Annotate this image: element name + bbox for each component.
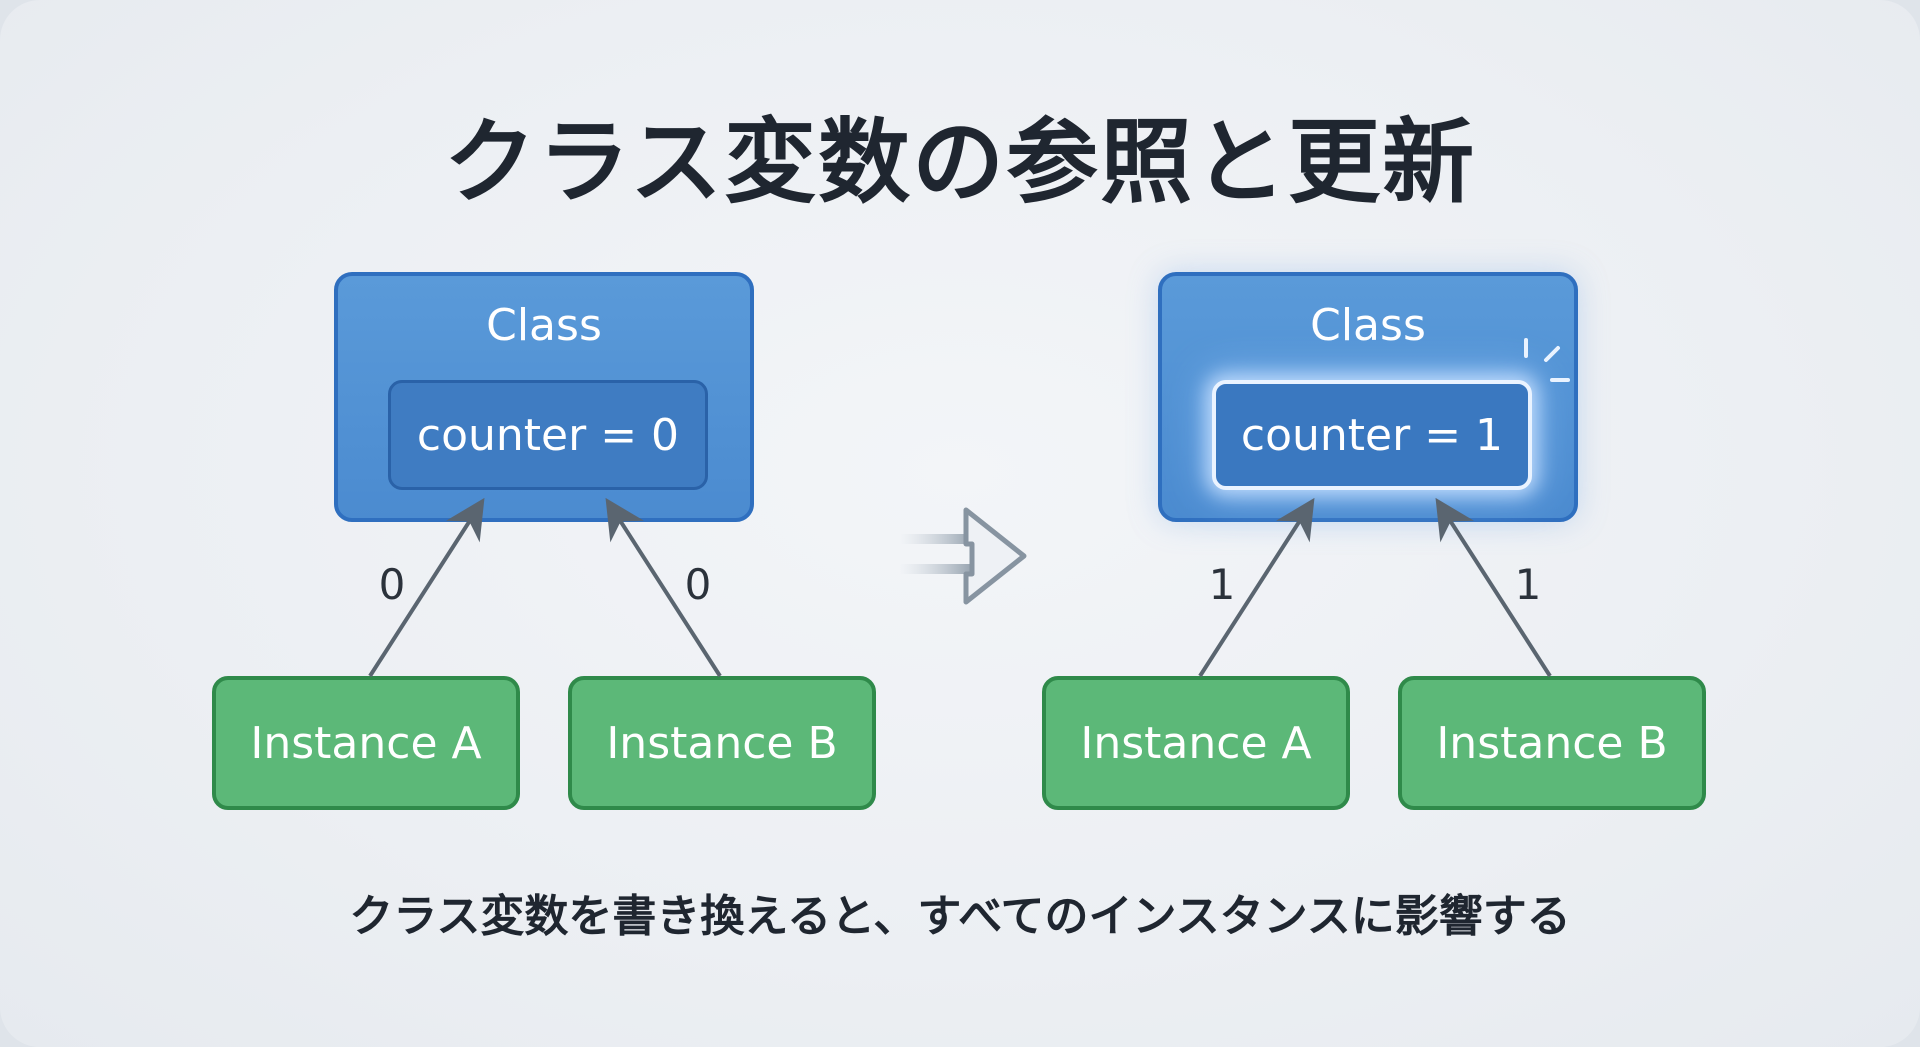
arrow-b-before (605, 497, 722, 678)
arrow-a-after (1198, 497, 1315, 678)
edge-label-a-before: 0 (378, 560, 406, 609)
instance-b-after: Instance B (1398, 676, 1706, 810)
caption: クラス変数を書き換えると、すべてのインスタンスに影響する (349, 891, 1571, 942)
sparkle-icon (1524, 338, 1570, 382)
counter-box-after: counter = 1 (1212, 380, 1532, 490)
instance-a-after: Instance A (1042, 676, 1350, 810)
arrow-b-after (1435, 497, 1552, 678)
instance-b-before: Instance B (568, 676, 876, 810)
right-arrow-icon (900, 507, 1027, 605)
counter-box-before: counter = 0 (388, 380, 708, 490)
page-title: クラス変数の参照と更新 (443, 109, 1477, 216)
class-box-after: Class counter = 1 (1158, 272, 1578, 522)
instance-a-before: Instance A (212, 676, 520, 810)
class-box-before: Class counter = 0 (334, 272, 754, 522)
class-label-after: Class (1310, 300, 1426, 351)
class-label-before: Class (486, 300, 602, 351)
edge-label-a-after: 1 (1208, 560, 1236, 609)
edge-label-b-before: 0 (684, 560, 712, 609)
arrow-a-before (368, 497, 485, 678)
edge-label-b-after: 1 (1514, 560, 1542, 609)
